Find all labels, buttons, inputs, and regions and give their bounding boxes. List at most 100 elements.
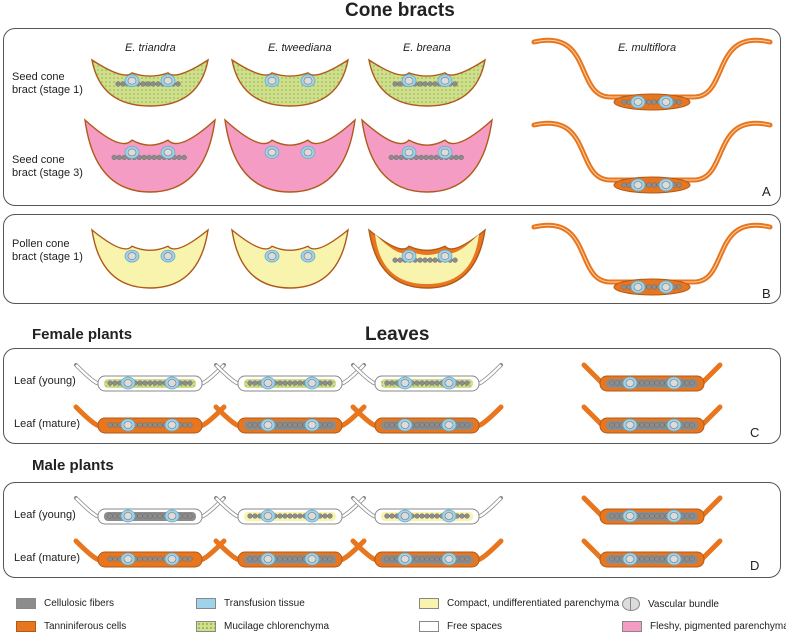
free-space-swatch — [419, 621, 439, 632]
breana-seed3-fiber — [413, 154, 419, 161]
triandra-male-mature-fiber — [107, 556, 113, 562]
multiflora-female-young-fiber — [689, 380, 695, 386]
multiflora-seed1-fiber — [646, 99, 652, 105]
triandra-seed1-fiber — [145, 81, 151, 87]
breana-male-mature-fiber — [459, 556, 465, 562]
multiflora-male-mature-fiber — [649, 556, 655, 562]
breana-male-mature-vascular-bundle — [400, 555, 410, 563]
multiflora-female-mature-fiber — [609, 422, 615, 428]
tweediana-seed1-vascular-bundle — [267, 76, 277, 85]
tweediana-male-mature-fiber — [322, 556, 328, 562]
triandra-female-young-fiber — [152, 380, 158, 386]
multiflora-female-mature-fiber — [684, 422, 690, 428]
multiflora-seed3-wing — [531, 120, 773, 183]
breana-male-young-vascular-bundle — [400, 512, 410, 520]
panel-a — [3, 28, 781, 206]
tweediana-male-mature-fiber — [287, 556, 293, 562]
breana-pollen-vascular-bundle — [440, 252, 450, 260]
multiflora-seed1-fiber — [676, 99, 682, 105]
panel-c — [3, 348, 781, 444]
tweediana-male-young-vascular-bundle — [263, 512, 273, 520]
tweediana-female-mature-fiber — [327, 422, 333, 428]
multiflora-pollen-vascular-bundle — [661, 283, 671, 291]
triandra-female-mature-fiber — [182, 422, 188, 428]
breana-seed3-fiber — [453, 154, 459, 161]
multiflora-male-mature-fiber — [644, 556, 650, 562]
tweediana-male-mature-fiber — [297, 556, 303, 562]
tweediana-female-mature-fiber — [297, 422, 303, 428]
legend-item-fleshy: Fleshy, pigmented parenchyma — [622, 621, 786, 632]
breana-pollen-fiber — [422, 257, 428, 263]
breana-male-young-fiber — [384, 513, 390, 519]
legend-item-chlorenchyma: Mucilage chlorenchyma — [196, 621, 329, 632]
triandra-male-mature-fiber — [182, 556, 188, 562]
triandra-female-young-fiber — [157, 380, 163, 386]
panel-letter-b: B — [762, 286, 771, 301]
multiflora-male-mature-vascular-bundle — [669, 555, 679, 563]
tweediana-female-mature-fiber — [322, 422, 328, 428]
multiflora-female-young-fiber — [659, 380, 665, 386]
tweediana-female-young-fiber — [252, 380, 258, 386]
row-label-male-mature: Leaf (mature) — [14, 552, 81, 564]
tweediana-female-young-vascular-bundle — [263, 379, 273, 387]
tweediana-female-mature-fiber — [277, 422, 283, 428]
breana-male-mature-fiber — [434, 556, 440, 562]
row-label-female-young: Leaf (young) — [14, 375, 76, 387]
breana-female-mature-fiber — [419, 422, 425, 428]
tweediana-male-young-fiber — [322, 513, 328, 519]
breana-female-mature-fiber — [424, 422, 430, 428]
breana-female-young-fiber — [414, 380, 420, 386]
breana-seed3-fiber — [418, 154, 424, 161]
triandra-seed3-fiber — [116, 154, 122, 161]
tweediana-female-young-fiber — [282, 380, 288, 386]
multiflora-pollen-fiber — [676, 284, 682, 290]
legend-item-fibers: Cellulosic fibers — [16, 598, 114, 609]
tweediana-male-young-fiber — [252, 513, 258, 519]
multiflora-male-mature-vascular-bundle — [625, 555, 635, 563]
tweediana-female-mature-fiber — [287, 422, 293, 428]
breana-female-young-fiber — [459, 380, 465, 386]
triandra-seed1-fiber — [140, 81, 146, 87]
triandra-seed3-fiber — [151, 154, 157, 161]
breana-seed1-vascular-bundle — [404, 76, 414, 85]
triandra-seed3-fiber — [156, 154, 162, 161]
triandra-male-young-fiber — [137, 513, 143, 519]
triandra-male-mature-fiber — [187, 556, 193, 562]
breana-seed1-fiber — [432, 81, 438, 87]
breana-seed1-fiber — [427, 81, 433, 87]
tweediana-female-mature-vascular-bundle — [307, 421, 317, 429]
triandra-seed3-fiber — [176, 154, 182, 161]
breana-female-mature-fiber — [434, 422, 440, 428]
multiflora-male-mature-fiber — [614, 556, 620, 562]
triandra-male-mature-vascular-bundle — [123, 555, 133, 563]
breana-male-mature-fiber — [419, 556, 425, 562]
legend-item-vascular: Vascular bundle — [622, 597, 719, 611]
multiflora-male-mature-fiber — [639, 556, 645, 562]
triandra-pollen-vascular-bundle — [127, 252, 137, 260]
breana-female-young-fiber — [384, 380, 390, 386]
row-label-female-mature: Leaf (mature) — [14, 418, 81, 430]
triandra-male-young-fiber — [187, 513, 193, 519]
triandra-seed3-vascular-bundle — [163, 148, 173, 157]
breana-female-mature-fiber — [384, 422, 390, 428]
breana-female-mature-fiber — [389, 422, 395, 428]
legend-item-tanniniferous: Tanniniferous cells — [16, 621, 126, 632]
multiflora-male-young-fiber — [609, 513, 615, 519]
panel-d — [3, 482, 781, 578]
breana-pollen-fiber — [432, 257, 438, 263]
triandra-seed1-fiber — [175, 81, 181, 87]
breana-male-mature-fiber — [429, 556, 435, 562]
tweediana-female-young-fiber — [322, 380, 328, 386]
tweediana-male-young-vascular-bundle — [307, 512, 317, 520]
triandra-seed3-vascular-bundle — [127, 148, 137, 157]
multiflora-pollen-vascular-bundle — [633, 283, 643, 291]
breana-seed1-vascular-bundle — [440, 76, 450, 85]
multiflora-male-young-vascular-bundle — [625, 512, 635, 520]
row-label-pollen-stage1: Pollen cone bract (stage 1) — [12, 238, 83, 263]
multiflora-pollen-fiber — [651, 284, 657, 290]
breana-seed3-fiber — [398, 154, 404, 161]
triandra-female-young-fiber — [187, 380, 193, 386]
legend-label: Free spaces — [447, 621, 503, 632]
triandra-female-young-vascular-bundle — [123, 379, 133, 387]
